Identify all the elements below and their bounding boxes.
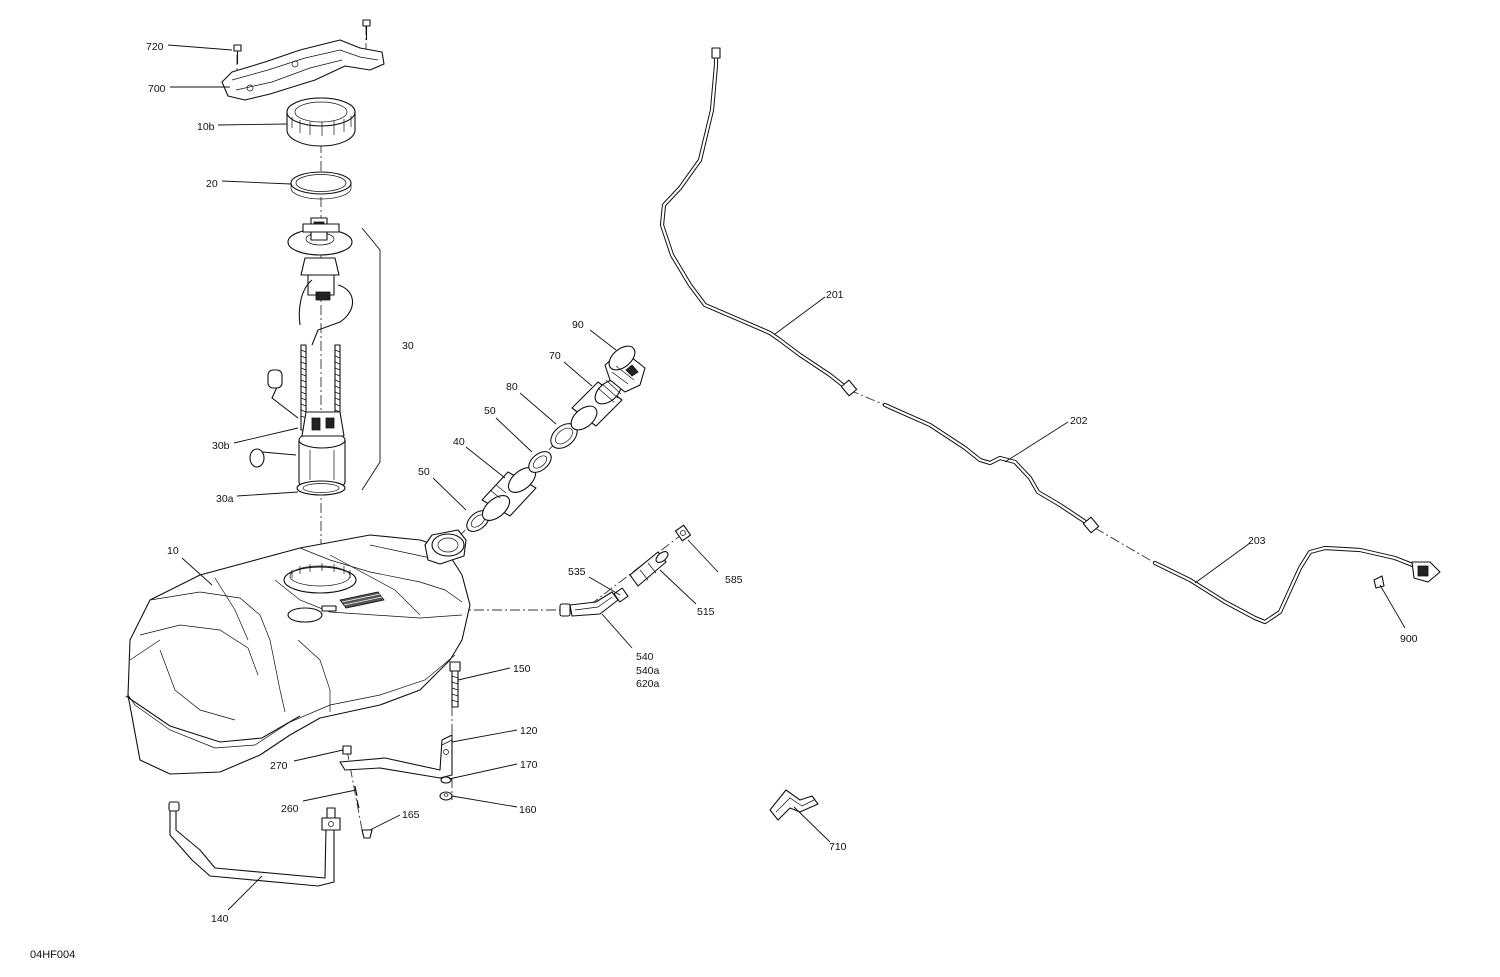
callout-270: 270	[270, 760, 288, 772]
callout-120: 120	[520, 725, 538, 737]
fuel-line-203	[1152, 545, 1441, 625]
callout-50-lower: 50	[418, 466, 430, 478]
filler-neck-tube	[481, 467, 537, 521]
callout-540a: 540a	[636, 665, 660, 677]
pump-assembly-bracket-line	[361, 227, 381, 491]
callout-70: 70	[549, 350, 561, 362]
callout-720: 720	[146, 41, 164, 53]
filter-connector	[674, 524, 692, 542]
line-fitting	[1373, 575, 1385, 589]
hose-clamp	[559, 603, 571, 617]
pump-lock-ring	[286, 97, 356, 147]
pump-strainer	[296, 480, 346, 496]
callout-535: 535	[568, 566, 586, 578]
callout-80: 80	[506, 381, 518, 393]
fuel-line-202	[882, 402, 1100, 534]
callout-540: 540	[636, 651, 654, 663]
callout-30: 30	[402, 340, 414, 352]
callout-201: 201	[826, 289, 844, 301]
strap-bracket-front	[339, 734, 453, 779]
callout-710: 710	[829, 841, 847, 853]
rear-strap	[168, 801, 341, 887]
callout-150: 150	[513, 663, 531, 675]
callout-30b: 30b	[212, 440, 230, 452]
callout-900: 900	[1400, 633, 1418, 645]
callout-50-upper: 50	[484, 405, 496, 417]
callout-165: 165	[402, 809, 420, 821]
callout-260: 260	[281, 803, 299, 815]
callout-40: 40	[453, 436, 465, 448]
fuel-pump-module	[287, 217, 354, 491]
callout-leaders	[167, 44, 1406, 911]
callout-10b: 10b	[197, 121, 215, 133]
filler-seal-upper	[528, 451, 552, 473]
filler-neck-adapter	[570, 379, 623, 431]
callout-30a: 30a	[216, 493, 234, 505]
callout-10: 10	[167, 545, 179, 557]
assembly-centerlines	[236, 25, 1156, 836]
fuel-filter	[613, 551, 669, 603]
tank-support-bracket	[221, 39, 385, 101]
pump-gasket	[290, 171, 352, 200]
callout-203: 203	[1248, 535, 1266, 547]
callout-20: 20	[206, 178, 218, 190]
callout-160: 160	[519, 804, 537, 816]
callout-202: 202	[1070, 415, 1088, 427]
fuel-tank	[125, 529, 471, 775]
callout-90: 90	[572, 319, 584, 331]
fuel-hose-elbow	[569, 591, 619, 617]
callout-620a: 620a	[636, 678, 660, 690]
callout-515: 515	[697, 606, 715, 618]
bracket-bolt	[233, 19, 371, 64]
callout-140: 140	[211, 913, 229, 925]
callout-170: 170	[520, 759, 538, 771]
callout-700: 700	[148, 83, 166, 95]
callout-labels: 720 700 10b 20 30 30b 30a 10 90 70 80 50…	[146, 41, 1418, 925]
figure-code: 04HF004	[30, 949, 75, 961]
strap-bolt	[449, 661, 461, 708]
fuel-line-201	[659, 47, 858, 397]
fuel-level-float	[249, 369, 299, 468]
strap-washer	[439, 776, 453, 801]
callout-585: 585	[725, 574, 743, 586]
fuel-cap	[604, 345, 646, 393]
vent-hose-elbow	[769, 789, 819, 821]
